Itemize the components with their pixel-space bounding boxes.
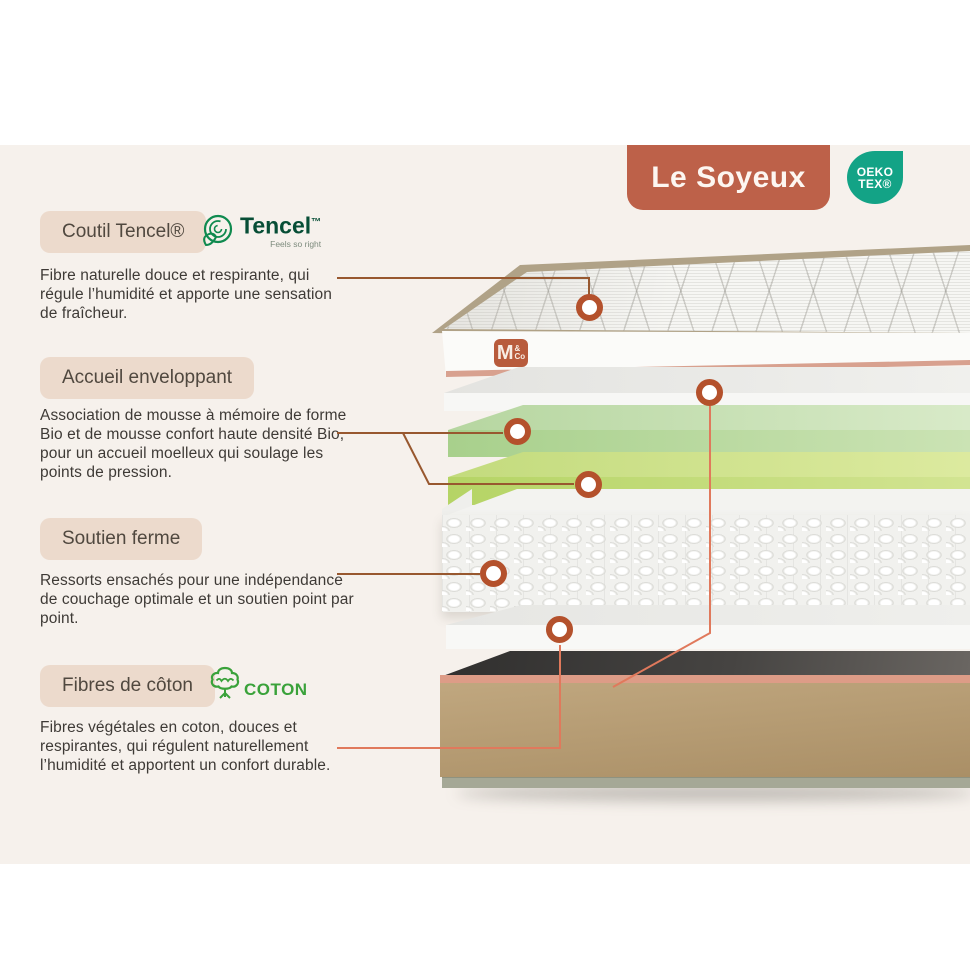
- product-title-badge: Le Soyeux: [627, 145, 830, 210]
- layer-base-bottom-strip: [442, 777, 970, 788]
- oeko-line1: OEKO: [856, 164, 894, 179]
- layer-springs-top: [442, 489, 970, 517]
- marker-felt-upper: [696, 379, 723, 406]
- base-shadow: [456, 785, 970, 801]
- description-accueil-enveloppant: Association de mousse à mémoire de forme…: [40, 407, 347, 481]
- marker-springs: [480, 560, 507, 587]
- brand-tag: M & Co: [494, 339, 528, 367]
- description-soutien-ferme: Ressorts ensachés pour une indépendance …: [40, 572, 354, 627]
- tencel-logo-text: Tencel™: [240, 212, 322, 239]
- label-fibres-de-coton: Fibres de côton: [40, 665, 215, 707]
- product-title: Le Soyeux: [651, 160, 806, 194]
- mattress-exploded-view: M & Co: [430, 245, 970, 815]
- marker-tencel-cover: [576, 294, 603, 321]
- marker-felt-lower: [546, 616, 573, 643]
- cotton-flower-icon: [210, 666, 240, 699]
- cotton-logo: COTON: [208, 664, 308, 702]
- brand-tag-m: M: [496, 342, 514, 364]
- layer-felt-lower-front: [446, 625, 970, 649]
- layer-base-top: [440, 651, 970, 677]
- layer-cotton-base-front: [440, 683, 970, 777]
- layer-quilted-tencel-top: [444, 251, 970, 333]
- brand-tag-and: &: [514, 344, 521, 353]
- label-soutien-ferme: Soutien ferme: [40, 518, 203, 560]
- label-coutil-tencel: Coutil Tencel®: [40, 211, 207, 253]
- brand-tag-co: Co: [514, 352, 526, 361]
- tencel-leaf-icon: [203, 214, 233, 247]
- layer-felt-lower-top: [446, 605, 970, 625]
- layer-pocketed-springs: [442, 515, 970, 612]
- cotton-logo-text: COTON: [244, 680, 308, 699]
- layer-base-piping: [440, 675, 970, 683]
- tencel-logo: Tencel™ Feels so right: [198, 211, 321, 251]
- tencel-logo-tagline: Feels so right: [270, 238, 322, 249]
- layer-comfort-foam-top: [448, 452, 970, 477]
- description-coutil-tencel: Fibre naturelle douce et respirante, qui…: [40, 267, 333, 322]
- oeko-tex-badge: OEKO TEX®: [847, 151, 903, 204]
- label-accueil-enveloppant: Accueil enveloppant: [40, 357, 255, 399]
- marker-comfort-foam: [575, 471, 602, 498]
- oeko-line2: TEX®: [858, 176, 892, 191]
- marker-memory-foam: [504, 418, 531, 445]
- description-fibres-de-coton: Fibres végétales en coton, douces et res…: [40, 719, 331, 774]
